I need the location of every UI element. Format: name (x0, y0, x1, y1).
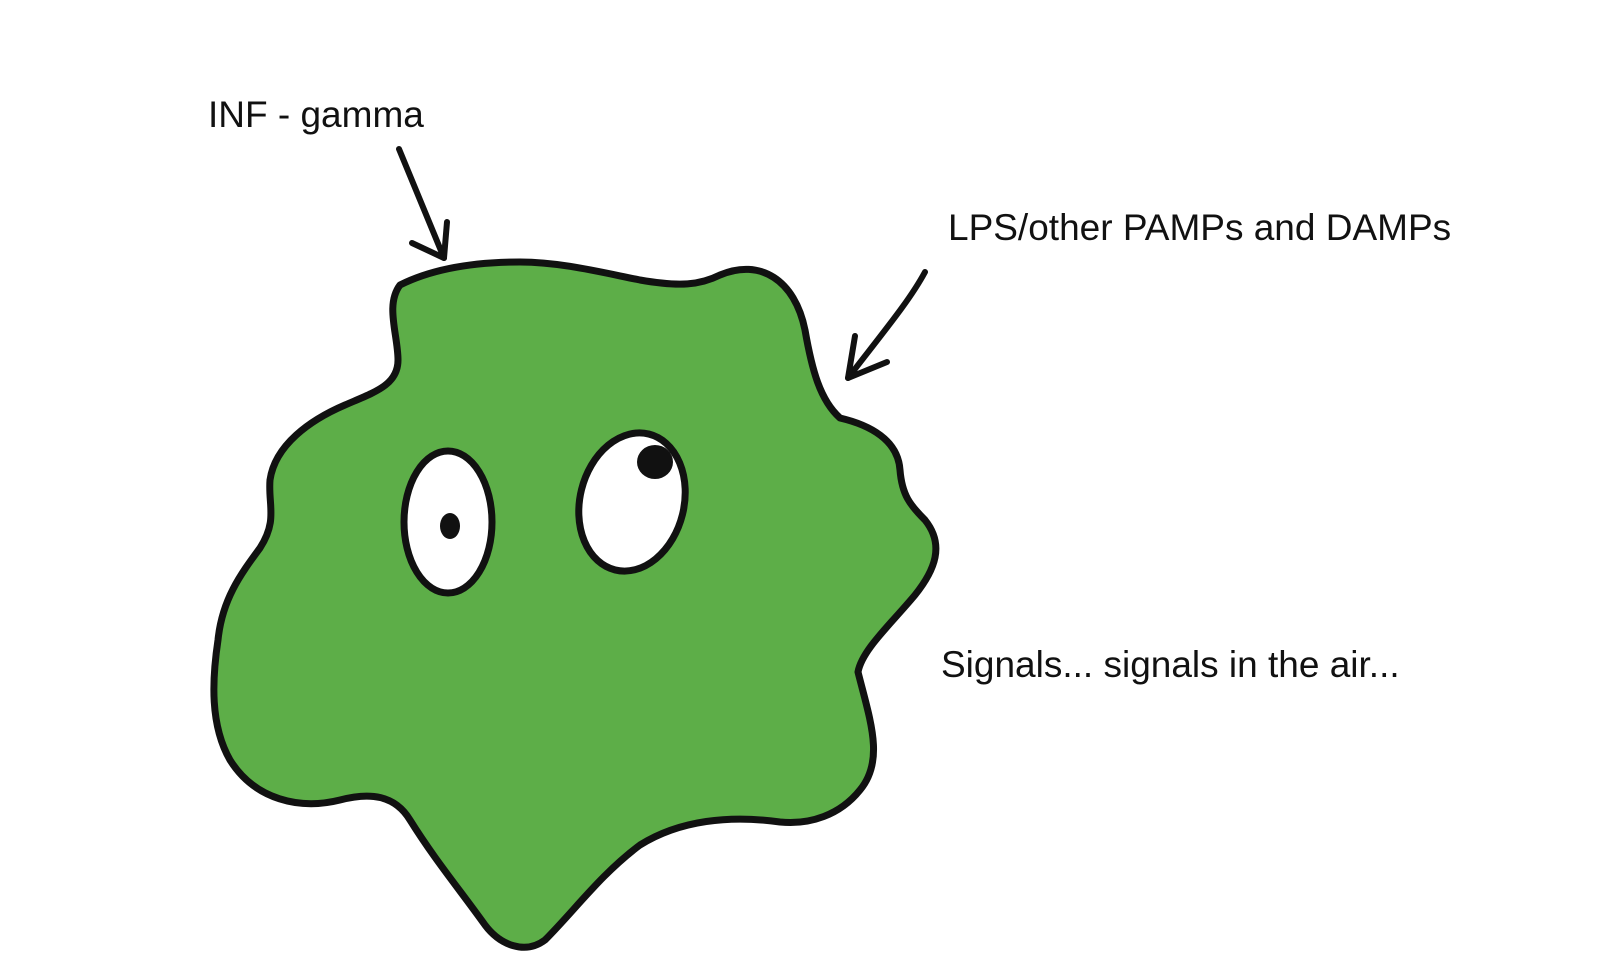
arrow-lps (845, 269, 928, 381)
arrow-inf-gamma (396, 146, 450, 261)
right-pupil (637, 445, 673, 479)
cell-body (210, 258, 940, 951)
label-lps-pamps-damps: LPS/other PAMPs and DAMPs (948, 207, 1452, 248)
left-pupil (440, 513, 460, 539)
label-inf-gamma: INF - gamma (208, 94, 424, 135)
label-signals: Signals... signals in the air... (941, 644, 1400, 685)
